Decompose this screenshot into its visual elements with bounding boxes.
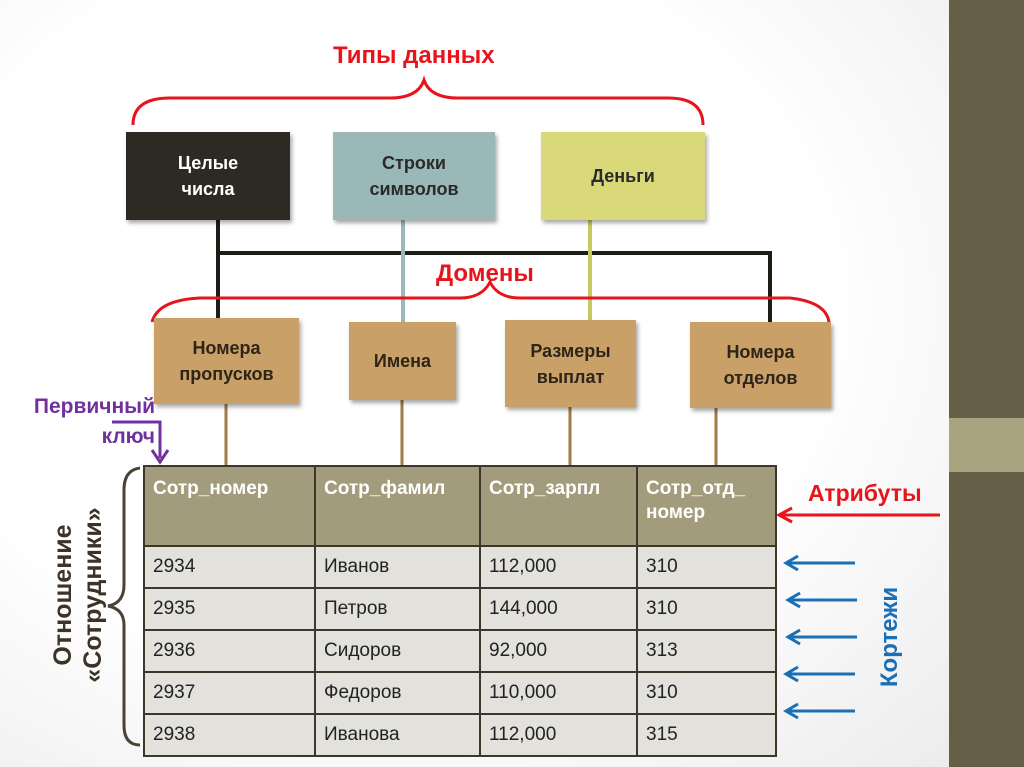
cell: 310: [636, 671, 777, 715]
attributes-label: Атрибуты: [808, 480, 922, 506]
cell: 2935: [143, 587, 316, 631]
relation-brace: [107, 466, 141, 747]
side-band-decoration: [949, 418, 1024, 472]
types-brace: [131, 75, 705, 126]
domains-brace: [150, 278, 831, 323]
cell: 92,000: [479, 629, 638, 673]
column-header: Сотр_зарпл: [479, 465, 638, 547]
cell: 112,000: [479, 545, 638, 589]
data-types-title: Типы данных: [333, 42, 495, 69]
domain-box-names: Имена: [349, 322, 456, 400]
cell: 2936: [143, 629, 316, 673]
domain-box-departments: Номера отделов: [690, 322, 831, 408]
cell: 2938: [143, 713, 316, 757]
column-header: Сотр_отд_ номер: [636, 465, 777, 547]
table-header-row: Сотр_номер Сотр_фамил Сотр_зарпл Сотр_от…: [143, 465, 777, 547]
type-box-money: Деньги: [541, 132, 705, 220]
cell: Иванов: [314, 545, 481, 589]
cell: 310: [636, 545, 777, 589]
primary-key-label: Первичный ключ: [33, 395, 155, 448]
cell: 2937: [143, 671, 316, 715]
cell: Сидоров: [314, 629, 481, 673]
attributes-arrow: [775, 506, 940, 524]
domain-box-salaries: Размеры выплат: [505, 320, 636, 407]
tuple-arrows: [783, 554, 857, 720]
cell: 315: [636, 713, 777, 757]
cell: 144,000: [479, 587, 638, 631]
cell: Петров: [314, 587, 481, 631]
side-bar-decoration: [949, 0, 1024, 767]
relation-label: Отношение «Сотрудники»: [49, 507, 107, 683]
cell: Иванова: [314, 713, 481, 757]
type-box-strings: Строки символов: [333, 132, 495, 220]
column-header: Сотр_номер: [143, 465, 316, 547]
cell: 2934: [143, 545, 316, 589]
cell: 112,000: [479, 713, 638, 757]
domain-box-pass-numbers: Номера пропусков: [154, 318, 299, 404]
domains-title: Домены: [436, 260, 534, 287]
cell: 310: [636, 587, 777, 631]
column-header: Сотр_фамил: [314, 465, 481, 547]
cell: 110,000: [479, 671, 638, 715]
type-box-integers: Целые числа: [126, 132, 290, 220]
employees-table: Сотр_номер Сотр_фамил Сотр_зарпл Сотр_от…: [143, 465, 777, 757]
domain-table-connectors: [224, 400, 718, 465]
cell: 313: [636, 629, 777, 673]
cell: Федоров: [314, 671, 481, 715]
primary-key-arrow: [112, 420, 162, 458]
tuples-label: Кортежи: [876, 586, 903, 688]
